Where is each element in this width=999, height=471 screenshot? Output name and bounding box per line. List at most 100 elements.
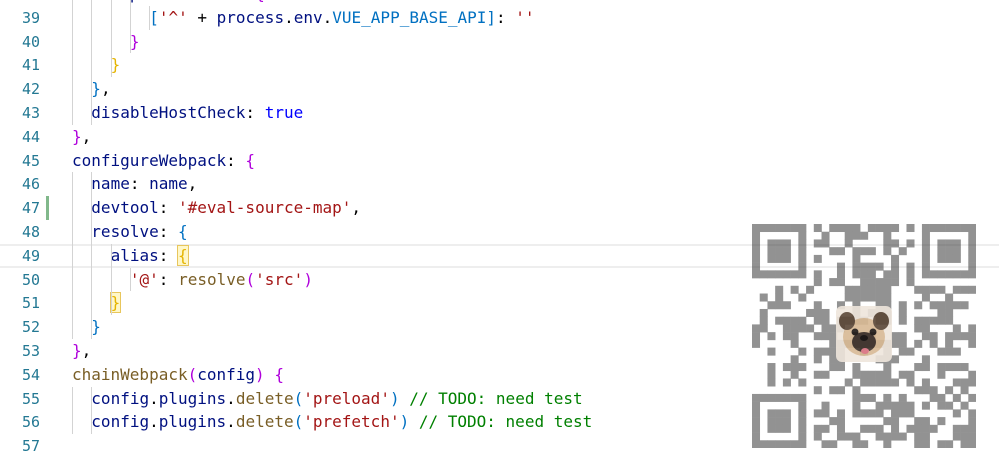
- code-line[interactable]: 56 config.plugins.delete('prefetch') // T…: [0, 410, 999, 434]
- code-token: }: [91, 317, 101, 337]
- code-token: config: [197, 364, 256, 384]
- code-line[interactable]: 42},: [0, 77, 999, 101]
- code-token: :: [158, 198, 178, 218]
- code-token: // TODO: need test: [409, 412, 593, 432]
- indent-guide: [72, 386, 73, 411]
- code-token: ,: [81, 341, 92, 360]
- indent-guide: [72, 410, 73, 435]
- code-line[interactable]: 52}: [0, 315, 999, 339]
- code-token: {: [245, 150, 256, 170]
- code-token: :: [129, 174, 150, 194]
- code-line[interactable]: 50'@': resolve('src'): [0, 268, 999, 292]
- code-line[interactable]: 44},: [0, 125, 999, 149]
- line-number: 41: [21, 56, 40, 75]
- indent-guide: [129, 0, 131, 6]
- line-number: 55: [21, 389, 40, 408]
- indent-guide: [72, 196, 73, 220]
- code-text: },: [72, 125, 91, 149]
- code-token: VUE_APP_BASE_API: [332, 7, 487, 27]
- code-token: .: [149, 388, 159, 408]
- code-token: :: [158, 222, 178, 241]
- code-token: (: [187, 364, 198, 384]
- code-text: pathRewrite: {: [130, 0, 265, 6]
- indent-guide: [91, 101, 93, 125]
- indent-guide: [110, 53, 112, 78]
- indent-guide: [72, 243, 73, 268]
- indent-guide: [110, 291, 112, 316]
- indent-guide: [72, 53, 73, 78]
- code-line[interactable]: 41}: [0, 53, 999, 77]
- code-token: config: [91, 412, 150, 432]
- indent-guide: [91, 5, 93, 30]
- code-token: chainWebpack: [72, 364, 188, 384]
- code-token: {: [177, 244, 189, 266]
- code-text: resolve: {: [91, 220, 187, 244]
- code-token: }: [91, 79, 101, 99]
- indent-guide: [72, 291, 73, 316]
- indent-guide: [91, 386, 93, 411]
- code-token: .: [284, 7, 294, 27]
- line-number: 42: [21, 80, 40, 99]
- code-text: },: [91, 77, 110, 101]
- code-line[interactable]: 40}: [0, 30, 999, 54]
- code-line[interactable]: 39['^' + process.env.VUE_APP_BASE_API]: …: [0, 6, 999, 30]
- indent-guide: [149, 5, 151, 30]
- code-text: configureWebpack: {: [72, 149, 255, 173]
- indent-guide: [91, 291, 93, 316]
- line-number: 56: [21, 413, 40, 432]
- code-line[interactable]: 51}: [0, 291, 999, 315]
- indent-guide: [72, 29, 73, 54]
- indent-guide: [91, 172, 93, 197]
- indent-guide: [129, 267, 131, 292]
- indent-guide: [91, 243, 93, 268]
- code-token: name: [91, 174, 130, 194]
- line-number: 38: [0, 0, 40, 6]
- indent-guide: [110, 267, 112, 292]
- code-line[interactable]: 38 pathRewrite: {: [0, 0, 999, 6]
- code-token: '^': [158, 7, 188, 27]
- code-token: {: [255, 0, 265, 3]
- indent-guide: [91, 220, 93, 244]
- indent-guide: [72, 101, 73, 125]
- code-text: disableHostCheck: true: [91, 101, 303, 125]
- code-token: plugins: [158, 388, 227, 408]
- indent-guide: [129, 29, 131, 54]
- code-token: {: [274, 364, 284, 384]
- code-token: ): [255, 364, 265, 384]
- code-token: env: [293, 7, 323, 27]
- line-number: 51: [21, 294, 40, 313]
- line-number: 53: [21, 342, 40, 360]
- code-token: [: [149, 7, 159, 27]
- code-line[interactable]: 57: [0, 434, 999, 458]
- code-text: config.plugins.delete('prefetch') // TOD…: [91, 410, 592, 434]
- line-number: 39: [21, 8, 40, 27]
- code-token: }: [129, 31, 140, 51]
- code-token: name: [149, 174, 188, 194]
- indent-guide: [91, 410, 93, 435]
- code-text: }: [111, 53, 121, 77]
- code-line[interactable]: 53},: [0, 339, 999, 363]
- modified-line-marker: [46, 196, 49, 220]
- code-token: .: [149, 412, 159, 432]
- indent-guide: [91, 315, 93, 339]
- code-token: ]: [486, 7, 497, 27]
- code-token: config: [91, 388, 150, 408]
- code-token: (: [293, 412, 304, 432]
- code-token: 'prefetch': [303, 412, 400, 432]
- indent-guide: [91, 29, 93, 54]
- line-number: 50: [21, 270, 40, 289]
- code-token: .: [226, 412, 236, 432]
- code-token: .: [226, 388, 236, 408]
- code-token: (: [293, 388, 304, 408]
- code-token: disableHostCheck: [91, 103, 246, 122]
- pug-avatar-icon: [836, 306, 892, 362]
